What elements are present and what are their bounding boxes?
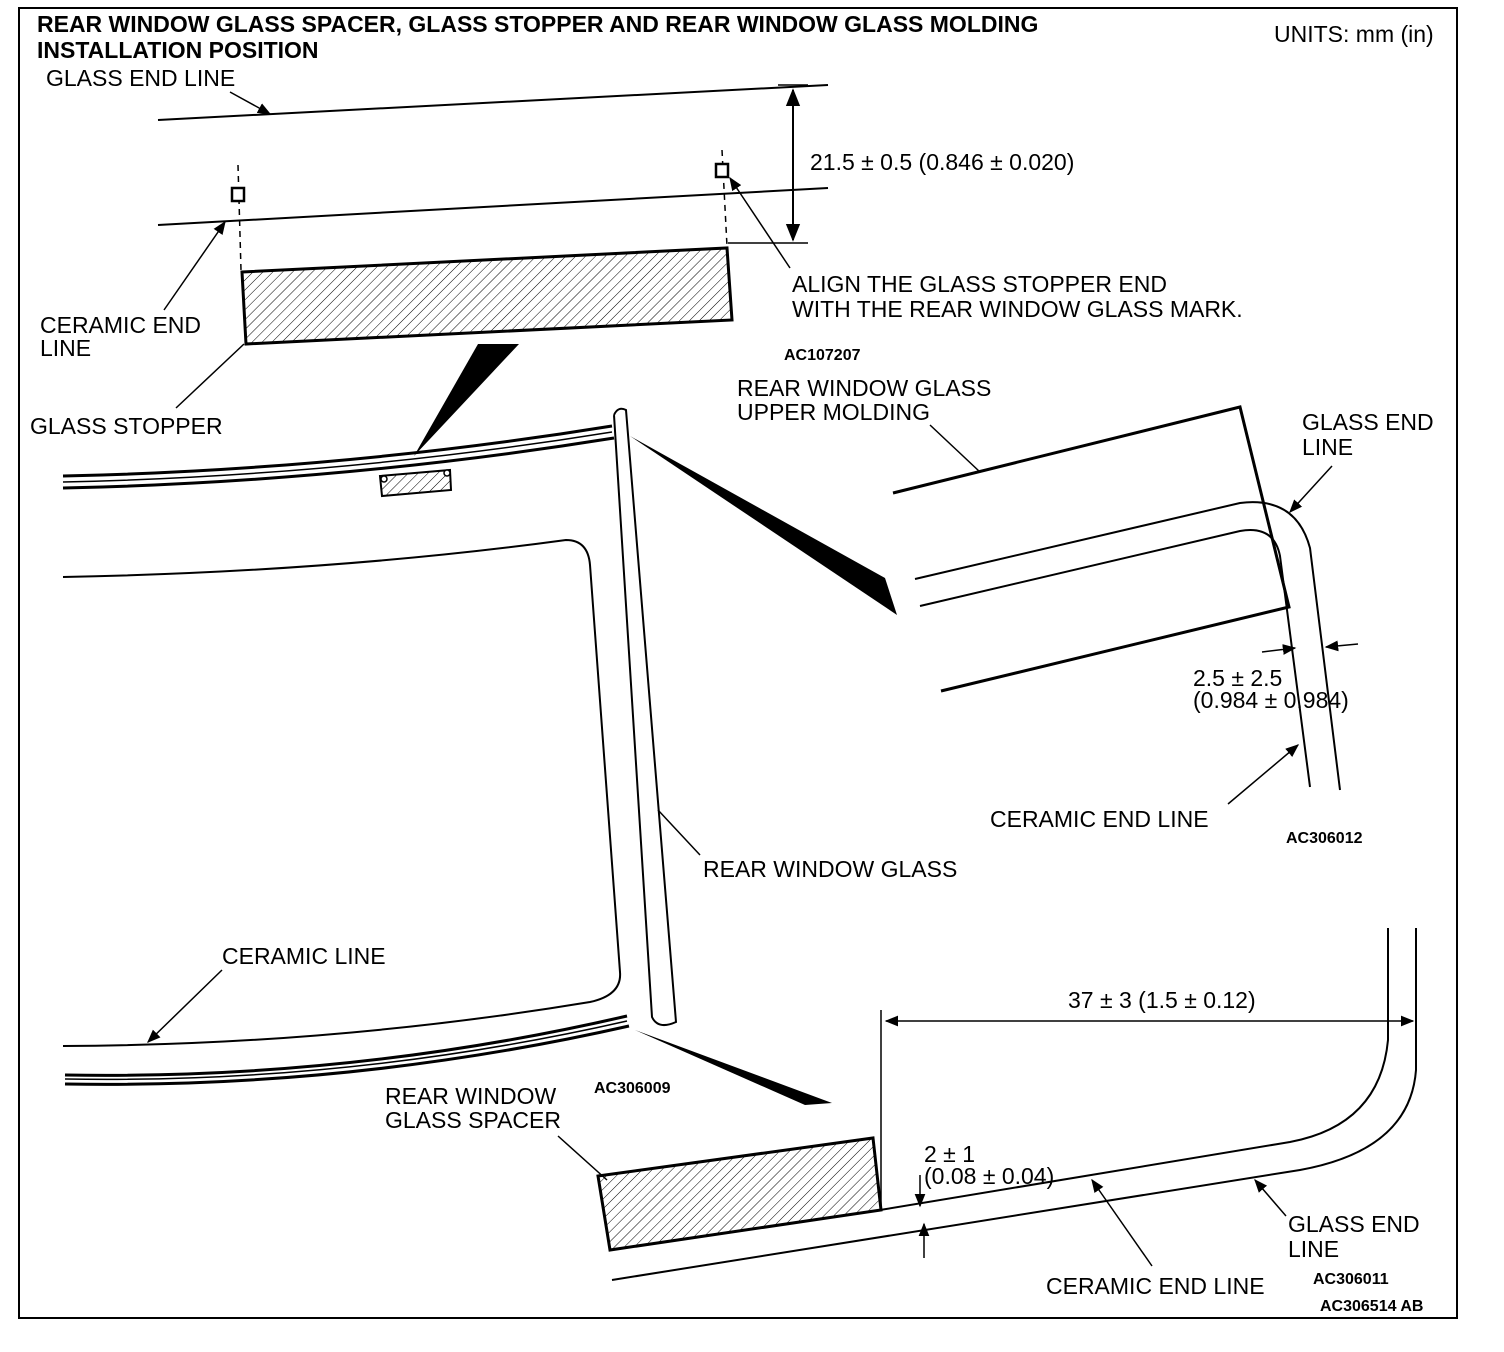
leader-arrow [163,220,226,311]
units-label: UNITS: mm (in) [1274,21,1434,47]
stopper-detail-view: 21.5 ± 0.5 (0.846 ± 0.020) GLASS END LIN… [30,65,1243,439]
leader-arrow [147,969,223,1043]
leader-arrow [1289,465,1333,513]
glass-end-line-label-2: LINE [1302,434,1353,460]
mark-guide-line [237,164,242,271]
ceramic-end-line-label-2: LINE [40,335,91,361]
dimension-arrow [1324,640,1359,652]
figure-code: AC306011 [1313,1271,1389,1288]
upper-molding-label-2: UPPER MOLDING [737,399,930,425]
dimension-label-1: 2.5 ± 2.5 [1193,665,1282,691]
leader-line [557,1135,608,1181]
side-molding [613,407,678,1027]
spacer-label-1: REAR WINDOW [385,1083,557,1109]
glass-stopper [240,246,734,346]
title-line-2: INSTALLATION POSITION [37,37,319,63]
glass-mark [714,162,730,179]
glass-stopper-label: GLASS STOPPER [30,413,223,439]
dimension-vertical-label-2: (0.08 ± 0.04) [924,1163,1054,1189]
leader-line [929,424,981,473]
bottom-edge [64,1020,628,1081]
align-note-line-1: ALIGN THE GLASS STOPPER END [792,271,1167,297]
dimension-horizontal-label: 37 ± 3 (1.5 ± 0.12) [1068,987,1256,1013]
glass-end-line [914,501,1341,791]
glass-end-line [611,928,1417,1281]
glass-mark [230,186,246,203]
diagram-frame [18,7,1458,1319]
figure-code: AC306009 [594,1080,671,1097]
ceramic-line-label: CERAMIC LINE [222,943,386,969]
footer-code: AC306514 AB [1320,1298,1423,1315]
glass-end-line-label-2: LINE [1288,1236,1339,1262]
glass-end-line-label: GLASS END LINE [46,65,235,91]
dimension-vertical-label-1: 2 ± 1 [924,1141,975,1167]
stopper-clip [380,475,388,483]
leader-arrow [1091,1178,1153,1267]
figure-code: AC107207 [784,347,861,364]
align-note-line-2: WITH THE REAR WINDOW GLASS MARK. [792,296,1243,322]
upper-molding [62,424,613,478]
rear-window-glass-label: REAR WINDOW GLASS [703,856,957,882]
stopper-clip [443,469,451,477]
glass-end-line [157,84,829,121]
ceramic-end-line-label: CERAMIC END LINE [990,806,1209,832]
bottom-edge [64,1014,628,1077]
leader-arrow [729,176,791,269]
spacer-label-2: GLASS SPACER [385,1107,561,1133]
rear-window-overview: REAR WINDOW GLASS CERAMIC LINE AC306009 [62,407,957,1097]
ceramic-end-line-label-1: CERAMIC END [40,312,201,338]
callout-pointer [630,436,897,615]
upper-molding [62,431,613,483]
glass-end-line-label-1: GLASS END [1288,1211,1420,1237]
leader-arrow [1254,1178,1287,1217]
leader-arrow [1227,744,1300,805]
ceramic-line [62,538,622,1047]
title-line-1: REAR WINDOW GLASS SPACER, GLASS STOPPER … [37,11,1038,37]
leader-line [175,343,245,409]
glass-end-line-label-1: GLASS END [1302,409,1434,435]
bottom-edge [64,1024,630,1086]
ceramic-end-line-label: CERAMIC END LINE [1046,1273,1265,1299]
ceramic-end-line [919,529,1311,788]
callout-pointer [635,1030,832,1105]
leader-line [657,809,701,856]
upper-molding [62,436,615,490]
glass-stopper [378,468,453,498]
callout-pointer [414,344,519,456]
dimension-label: 21.5 ± 0.5 (0.846 ± 0.020) [810,149,1074,175]
ceramic-end-line [157,187,829,226]
upper-molding [892,405,1291,693]
dimension-label-2: (0.984 ± 0.984) [1193,687,1349,713]
figure-code: AC306012 [1286,830,1363,847]
glass-spacer [596,1136,883,1252]
dimension-arrow [1261,644,1297,655]
molding-detail-view: 2.5 ± 2.5 (0.984 ± 0.984) REAR WINDOW GL… [737,375,1434,847]
spacer-detail-view: 37 ± 3 (1.5 ± 0.12) 2 ± 1 (0.08 ± 0.04) … [385,928,1420,1299]
upper-molding-label-1: REAR WINDOW GLASS [737,375,991,401]
ceramic-end-line [879,928,1389,1211]
leader-arrow [229,91,272,115]
